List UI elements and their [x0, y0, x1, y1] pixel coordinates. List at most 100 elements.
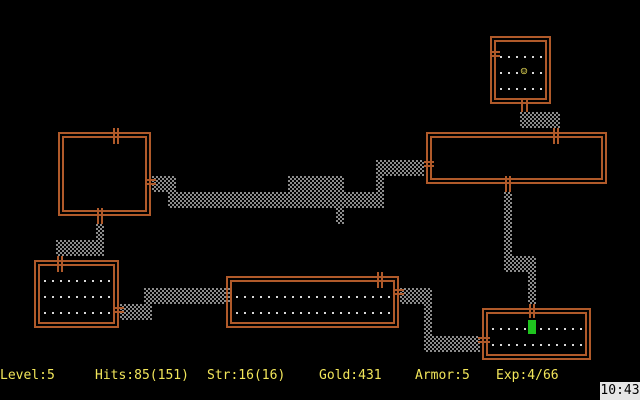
floor-dot [508, 344, 510, 346]
floor-dot [564, 344, 566, 346]
doors [57, 51, 559, 343]
floor-dot [500, 328, 502, 330]
floor-dot [300, 312, 302, 314]
floor-dot [524, 328, 526, 330]
floor-dot [244, 312, 246, 314]
corridor-bottom-left-to-mid [120, 288, 232, 320]
door [113, 128, 119, 144]
floor-dot [108, 312, 110, 314]
corridor-left-rooms [56, 224, 104, 256]
door [529, 304, 535, 318]
floor-dot [524, 56, 526, 58]
door [521, 98, 528, 112]
floor-dot [508, 328, 510, 330]
floor-dot [540, 344, 542, 346]
floor-dot [108, 280, 110, 282]
floor-dot [292, 312, 294, 314]
floor-dot [532, 88, 534, 90]
floor-dot [260, 312, 262, 314]
floor-dot [268, 296, 270, 298]
floor-dot [540, 72, 542, 74]
floor-dot [540, 88, 542, 90]
floor-dot [524, 344, 526, 346]
floor-dot [84, 280, 86, 282]
door [553, 128, 559, 144]
corridor-mid-to-bottom-right [400, 288, 480, 352]
door [478, 337, 490, 343]
room-middle [226, 276, 399, 328]
floor-dot [532, 344, 534, 346]
floor-dot [580, 344, 582, 346]
door [424, 161, 434, 167]
floor-dot [516, 344, 518, 346]
status-experience: Exp:4/66 [496, 368, 559, 383]
floor-dot [356, 312, 358, 314]
floor-dot [540, 56, 542, 58]
clock: 10:43 [600, 382, 640, 400]
door [490, 51, 500, 57]
floor-dot [308, 312, 310, 314]
floor-dot [100, 312, 102, 314]
floor-dot [92, 280, 94, 282]
floor-dot [580, 328, 582, 330]
floor-dot [516, 56, 518, 58]
room-top-left [58, 132, 151, 216]
floor-dot [44, 280, 46, 282]
floor-dot [332, 312, 334, 314]
corridors [56, 112, 560, 352]
room-floors [44, 56, 582, 346]
floor-dot [348, 312, 350, 314]
floor-dot [348, 296, 350, 298]
floor-dot [500, 88, 502, 90]
floor-dot [44, 296, 46, 298]
floor-dot [564, 328, 566, 330]
floor-dot [92, 296, 94, 298]
floor-dot [380, 312, 382, 314]
floor-dot [292, 296, 294, 298]
floor-dot [76, 312, 78, 314]
door [114, 307, 124, 313]
floor-dot [52, 280, 54, 282]
door [97, 208, 103, 224]
floor-dot [68, 280, 70, 282]
floor-dot [84, 312, 86, 314]
floor-dot [68, 296, 70, 298]
status-strength: Str:16(16) [207, 368, 286, 383]
floor-dot [356, 296, 358, 298]
floor-dot [556, 344, 558, 346]
floor-dot [44, 312, 46, 314]
floor-dot [556, 328, 558, 330]
floor-dot [236, 312, 238, 314]
room-bottom-right [482, 308, 591, 360]
floor-dot [84, 296, 86, 298]
floor-dot [60, 280, 62, 282]
floor-dot [52, 296, 54, 298]
floor-dot [548, 328, 550, 330]
floor-dot [364, 296, 366, 298]
corridor-right-vertical [504, 192, 536, 304]
corridor-top-room-to-big-room [520, 112, 560, 128]
floor-dot [516, 72, 518, 74]
floor-dot [516, 88, 518, 90]
floor-dot [324, 312, 326, 314]
door [146, 179, 156, 185]
floor-dot [60, 312, 62, 314]
floor-dot [100, 296, 102, 298]
floor-dot [108, 296, 110, 298]
floor-dot [76, 296, 78, 298]
corridor-upper-connection [152, 160, 424, 224]
floor-dot [524, 88, 526, 90]
floor-dot [508, 72, 510, 74]
floor-dot [260, 296, 262, 298]
floor-dot [324, 296, 326, 298]
floor-dot [516, 328, 518, 330]
floor-dot [500, 344, 502, 346]
floor-dot [100, 280, 102, 282]
floor-dot [372, 296, 374, 298]
floor-dot [340, 296, 342, 298]
floor-dot [308, 296, 310, 298]
floor-dot [548, 344, 550, 346]
floor-dot [364, 312, 366, 314]
floor-dot [92, 312, 94, 314]
